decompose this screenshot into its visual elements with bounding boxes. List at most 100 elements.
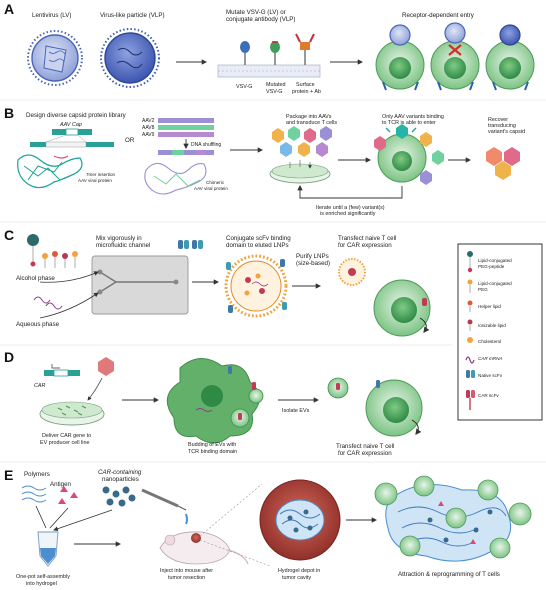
alcohol-phase-label: Alcohol phase [16, 275, 55, 282]
tumor-hydrogel-depot-icon [259, 479, 341, 561]
car-plasmid-icon [44, 364, 80, 377]
ev-transfected-t-cell-icon [327, 377, 423, 437]
panel-a-label: A [4, 1, 14, 17]
ev-budding-cell-icon [166, 358, 264, 444]
package-label-2: and transduce T cells [286, 120, 337, 126]
legend-item-peg-peptide: Lipid-conjugated PEG-peptide [467, 251, 512, 273]
legend-label-3: Helper lipid [478, 304, 501, 309]
recover-label-2: transducing [488, 123, 516, 129]
chimeric-label-2: AAV viral protein [194, 186, 228, 191]
vsvg-label: VSV-G [236, 84, 252, 90]
legend-item-cholesterol: Cholesterol [467, 337, 501, 344]
car-nanoparticles-label-1: CAR-containing [98, 469, 142, 476]
polymers-label: Polymers [24, 471, 50, 478]
legend-label-7: Native scFv [478, 373, 503, 378]
mutate-label-1: Mutate VSV-G (LV) or [226, 9, 286, 16]
purify-label-1: Purify LNPs [296, 253, 329, 260]
mix-label-2: microfluidic channel [96, 242, 150, 249]
legend: Lipid-conjugated PEG-peptide Lipid-conju… [457, 243, 543, 421]
entry-cells-icon [375, 22, 535, 91]
chimeric-protein-icon [144, 150, 214, 195]
scfv-binding-domains-icon [178, 240, 203, 249]
lnp-lipids-icon [27, 234, 78, 268]
legend-label-2b: PEG [478, 287, 488, 292]
aav-library-dish-icon [269, 126, 332, 184]
microfluidic-chip-icon [91, 255, 189, 315]
mutate-label-2: conjugate antibody (VLP) [226, 16, 295, 23]
aav-serotypes-icon [158, 118, 214, 137]
aqueous-mrna-icon [33, 296, 63, 310]
zoom-lines [199, 483, 271, 567]
recovered-capsids-icon [486, 147, 520, 180]
panel-a: A Lentivirus (LV) Virus-like particle (V… [4, 1, 535, 95]
legend-label-1a: Lipid-conjugated [478, 258, 512, 263]
vlp-icon [100, 28, 160, 88]
aav-entry-cell-icon [374, 124, 444, 185]
legend-label-1b: PEG-peptide [478, 264, 505, 269]
package-label-1: Package into AAVs [286, 114, 332, 120]
transfect-label-2: for CAR expression [338, 242, 392, 249]
transfect-label-1: Transfect naive T cell [338, 235, 396, 242]
arrow-aqueous [39, 292, 99, 319]
recover-label-3: variant's capsid [488, 129, 525, 135]
ev-producer-dish-icon [39, 357, 114, 426]
panel-c-label: C [4, 227, 14, 243]
panel-e-label: E [4, 467, 13, 483]
conjugate-label-1: Conjugate scFv binding [226, 235, 291, 242]
receptor-entry-label: Receptor-dependent entry [402, 12, 475, 19]
legend-label-5: Cholesterol [478, 339, 501, 344]
car-gene-label: CAR [34, 383, 45, 389]
legend-item-native-scfv: Native scFv [466, 370, 503, 378]
lentivirus-icon [27, 30, 83, 86]
mouse-injection-icon [141, 488, 249, 565]
aav-protein-structure-icon [17, 154, 83, 189]
deliver-label-1: Deliver CAR gene to [42, 433, 91, 439]
vlp-label: Virus-like particle (VLP) [100, 12, 165, 19]
panel-c: C Alcohol phase Mix vigorously in microf… [4, 227, 431, 337]
panel-e: E Polymers Antigen CAR-containing nanopa… [4, 467, 532, 587]
legend-label-8: CAR scFv [478, 393, 499, 398]
chimeric-label-1: Chimeric [206, 180, 225, 185]
recover-label-1: Recover [488, 117, 508, 123]
arrow-alcohol [39, 271, 99, 283]
panel-b: B Design diverse capsid protein library … [4, 105, 525, 217]
panel-d-label: D [4, 349, 14, 365]
isolate-evs-label: Isolate EVs [282, 408, 310, 414]
hydrogel-tube-icon [37, 531, 59, 567]
legend-label-4: Ionizable lipid [478, 323, 506, 328]
legend-item-peg: Lipid-conjugated PEG [467, 279, 512, 293]
aav-cap-label: AAV Cap [59, 122, 82, 128]
budding-label-1: Budding of EVs with [188, 442, 236, 448]
iterate-label-1: Iterate until a (few) variant(s) [316, 205, 385, 211]
aav9-label: AAV9 [142, 132, 155, 138]
attraction-label: Attraction & reprogramming of T cells [398, 571, 500, 578]
insertion-label-1: 7mer insertion [86, 172, 116, 177]
iterate-label-2: is enriched significantly [320, 211, 376, 217]
iterate-loop-arrow [297, 184, 403, 199]
inject-label-2: tumor resection [168, 575, 205, 581]
transfected-t-cell-icon [338, 258, 431, 337]
only-variants-label-2: to TCR is able to enter [382, 120, 436, 126]
legend-label-2a: Lipid-conjugated [478, 281, 512, 286]
only-variants-label-1: Only AAV variants binding [382, 114, 444, 120]
conjugate-label-2: domain to eluted LNPs [226, 242, 289, 249]
deliver-label-2: EV producer cell line [40, 440, 89, 446]
panel-b-label: B [4, 105, 14, 121]
dna-shuffling-label: DNA shuffling [191, 142, 221, 148]
inject-label-1: Inject into mouse after [160, 568, 213, 574]
onepot-label-1: One-pot self-assembly [16, 574, 70, 580]
onepot-label-2: into hydrogel [26, 581, 57, 587]
d-transfect-label-1: Transfect naive T cell [336, 443, 394, 450]
surface-label-1: Surface [296, 82, 315, 88]
t-cell-recruitment-icon [374, 475, 532, 562]
mutated-label-2: VSV-G [266, 89, 282, 95]
design-library-label: Design diverse capsid protein library [26, 112, 127, 119]
lentivirus-label: Lentivirus (LV) [32, 12, 71, 19]
mix-label-1: Mix vigorously in [96, 235, 142, 242]
legend-item-car-mrna: CAR mRNA [465, 356, 503, 364]
purify-label-2: (size-based) [296, 260, 330, 267]
d-transfect-label-2: for CAR expression [338, 450, 392, 457]
aqueous-phase-label: Aqueous phase [16, 321, 60, 328]
